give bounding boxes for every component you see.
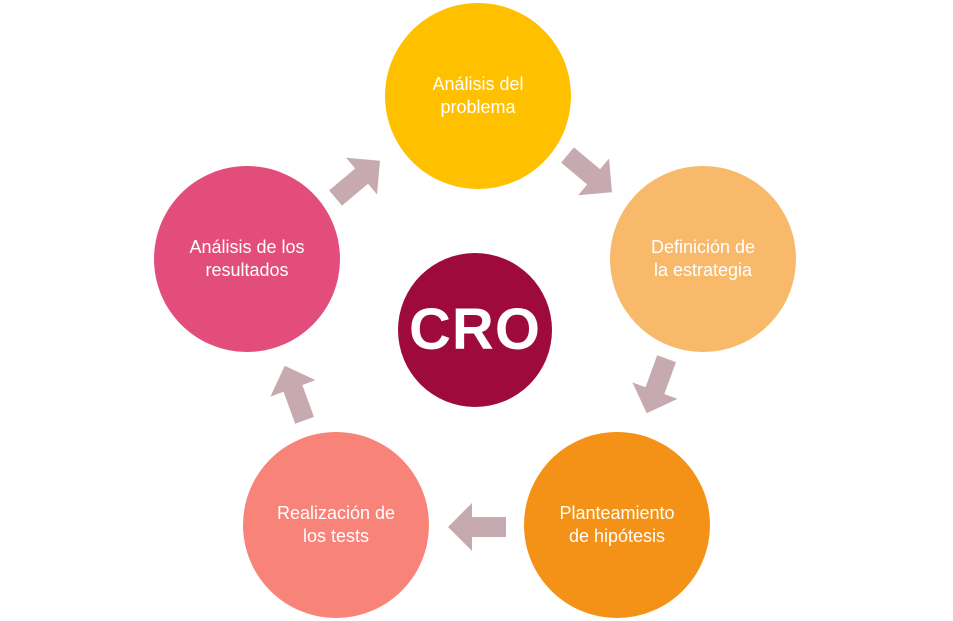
step-3-circle: Planteamiento de hipótesis	[524, 432, 710, 618]
step-4-circle: Realización de los tests	[243, 432, 429, 618]
step-5-circle: Análisis de los resultados	[154, 166, 340, 352]
cro-center-label: CRO	[409, 297, 541, 363]
step-2-label: Definición de la estrategia	[650, 236, 756, 280]
cro-center-circle: CRO	[398, 253, 552, 407]
step-1-circle: Análisis del problema	[385, 3, 571, 189]
step-4-label: Realización de los tests	[276, 502, 396, 546]
step-3-label: Planteamiento de hipótesis	[559, 502, 675, 546]
step-1-label: Análisis del problema	[432, 73, 524, 117]
step-2-circle: Definición de la estrategia	[610, 166, 796, 352]
step-5-label: Análisis de los resultados	[189, 236, 305, 280]
